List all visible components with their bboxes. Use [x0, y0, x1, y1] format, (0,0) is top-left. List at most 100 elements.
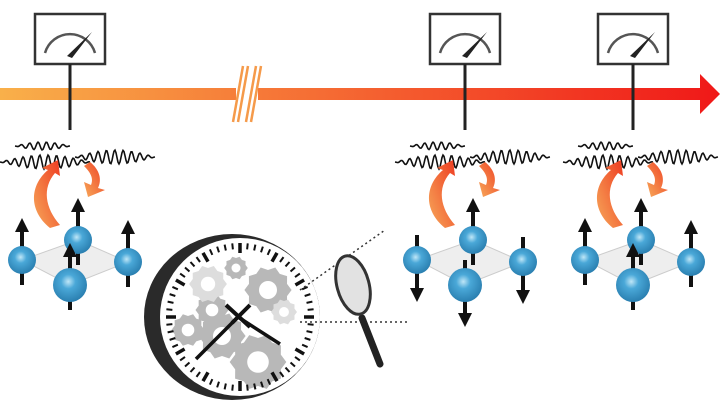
clock-tick: [184, 361, 191, 368]
clock-tick: [216, 246, 220, 253]
clock-tick: [208, 378, 214, 386]
clock-tick: [175, 347, 186, 356]
clock-tick: [189, 366, 196, 373]
photon-wave: [469, 148, 551, 166]
clock-tick: [260, 246, 264, 253]
clock-tick: [169, 293, 176, 297]
clock-tick: [179, 356, 186, 362]
clock-tick: [307, 308, 314, 311]
clock-tick: [171, 285, 179, 291]
spin-sphere: [459, 226, 487, 254]
clock-tick: [201, 371, 210, 382]
transfer-arrow-up: [34, 160, 60, 228]
spin-sphere: [677, 248, 705, 276]
magnifying-glass-icon: [299, 229, 410, 368]
clock-tick: [284, 366, 291, 373]
clock-tick: [189, 261, 196, 268]
clock-tick: [289, 266, 296, 273]
clock-tick: [216, 381, 220, 388]
spin-sphere: [509, 248, 537, 276]
gear-icon: [189, 266, 227, 302]
clock-tick: [306, 330, 313, 334]
transfer-arrow-up: [597, 160, 623, 228]
timeline-arrow: [0, 65, 720, 123]
analog-meter-icon: [33, 12, 107, 66]
clock-tick: [306, 300, 313, 304]
photon-wave: [409, 140, 466, 152]
timeline-bar: [0, 74, 720, 114]
spin-sphere: [448, 268, 482, 302]
hand-tail: [230, 303, 252, 325]
transfer-arrow-down: [479, 162, 500, 197]
clock-tick: [166, 308, 173, 311]
gear-icon: [171, 314, 205, 346]
clock-tick: [270, 371, 279, 382]
spin-lattice: [571, 198, 705, 310]
photon-wave: [14, 140, 71, 152]
spin-sphere: [114, 248, 142, 276]
clock-tick: [304, 337, 311, 341]
gear-icon: [195, 294, 229, 326]
clock-tick: [246, 384, 249, 391]
zoom-guide-line: [299, 229, 386, 291]
gear-icon: [271, 299, 297, 325]
clock-tick: [284, 261, 291, 268]
clock-tick: [279, 256, 285, 263]
clock-tick: [304, 293, 311, 297]
clock-tick: [223, 244, 227, 251]
clock-tick: [195, 371, 201, 378]
clock-tick: [175, 278, 186, 287]
magnifier-handle: [358, 314, 384, 368]
axis-break-icon: [231, 65, 263, 123]
clock-tick: [201, 252, 210, 263]
spin-sphere: [8, 246, 36, 274]
measurement-panel: [562, 12, 719, 310]
clock-tick: [260, 381, 264, 388]
minute-hand: [194, 315, 240, 361]
transfer-arrow-down: [647, 162, 668, 197]
clock-tick: [167, 300, 174, 304]
clock-tick: [231, 384, 234, 391]
clock-tick: [246, 243, 249, 250]
clock-tick: [184, 266, 191, 273]
clock-tick: [208, 248, 214, 256]
clock-tick: [253, 383, 257, 390]
spin-lattice: [403, 198, 537, 327]
analog-meter-icon: [596, 12, 670, 66]
clock-tick: [294, 278, 305, 287]
clock-tick: [301, 343, 309, 349]
clock-tick: [294, 272, 301, 278]
clock-tick: [179, 272, 186, 278]
clock-tick: [294, 347, 305, 356]
photon-wave: [577, 140, 634, 152]
spin-sphere: [571, 246, 599, 274]
spin-sphere: [53, 268, 87, 302]
clock-tick: [195, 256, 201, 263]
measurement-panel: [394, 12, 551, 327]
clock-tick: [279, 371, 285, 378]
clock-tick: [266, 248, 272, 256]
transfer-arrow-up: [429, 160, 455, 228]
clock-tick: [171, 343, 179, 349]
photon-wave: [74, 148, 156, 166]
transfer-arrow-down: [84, 162, 105, 197]
clock-tick: [270, 252, 279, 263]
magnifier-lens: [334, 254, 372, 316]
spin-sphere: [403, 246, 431, 274]
clock-tick: [289, 361, 296, 368]
clock-tick: [231, 243, 234, 250]
clock-tick: [223, 383, 227, 390]
clock-with-gears-icon: [144, 234, 320, 400]
clock-tick: [294, 356, 301, 362]
spin-lattice: [8, 198, 142, 310]
clock-tick: [301, 285, 309, 291]
analog-meter-icon: [428, 12, 502, 66]
clock-tick: [266, 378, 272, 386]
measurement-panel: [0, 12, 156, 310]
clock-tick: [253, 244, 257, 251]
photon-wave: [637, 148, 719, 166]
clock-tick: [166, 323, 173, 326]
gear-icon: [224, 256, 248, 280]
clock-tick: [167, 330, 174, 334]
spin-sphere: [616, 268, 650, 302]
